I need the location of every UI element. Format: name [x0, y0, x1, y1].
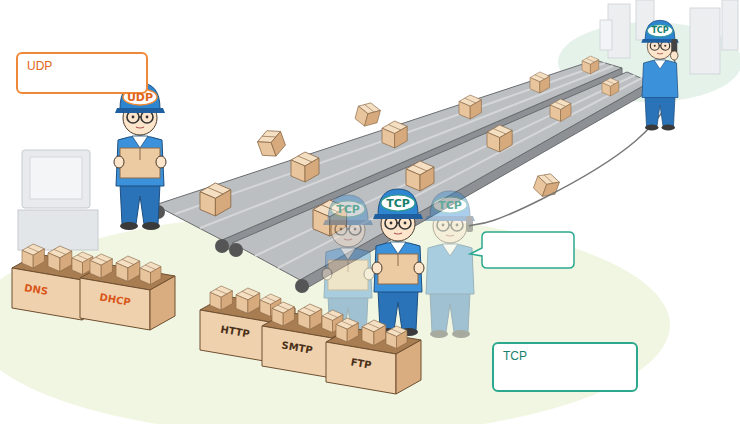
- crates: [12, 244, 421, 394]
- protocol-box: UDP: [16, 52, 148, 94]
- cap-label: TCP: [386, 198, 410, 209]
- cap-label: TCP: [438, 200, 462, 211]
- worker-figure: [114, 83, 166, 230]
- box-label: UDP: [27, 59, 52, 73]
- speech-bubble: [470, 232, 574, 268]
- cap-badge: [123, 89, 157, 105]
- protocol-box: TCP: [492, 342, 638, 392]
- cap-label: UDP: [127, 92, 153, 103]
- cap-label: TCP: [336, 204, 360, 215]
- box-label: TCP: [503, 349, 527, 363]
- worker-figure: [641, 20, 679, 130]
- cap-label: TCP: [651, 27, 668, 35]
- computer: [18, 150, 98, 250]
- worker-ghost: [425, 191, 475, 338]
- worker-figure: [372, 189, 424, 336]
